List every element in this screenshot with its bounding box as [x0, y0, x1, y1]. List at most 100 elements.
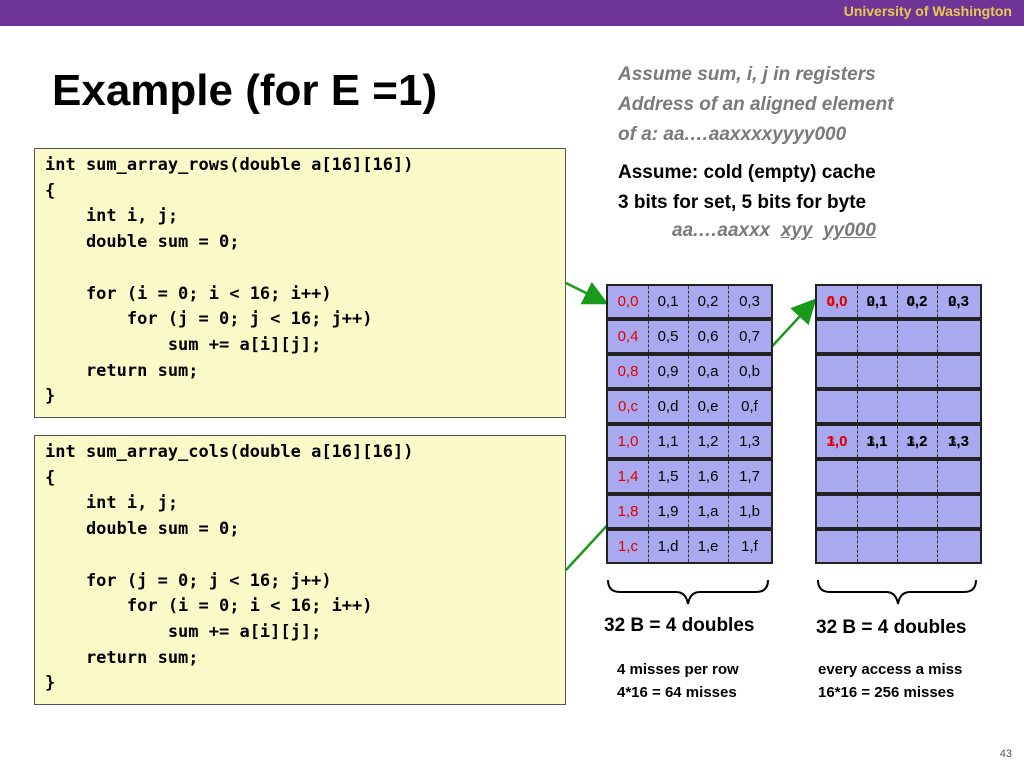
cache-cell: 3,2: [906, 433, 928, 450]
result-line: every access a miss: [818, 661, 963, 678]
cache-cell: 1,e: [697, 538, 719, 555]
cell-divider: [897, 531, 898, 562]
cell-divider: [937, 391, 938, 422]
code-text: int sum_array_cols(double a[16][16]) { i…: [45, 442, 414, 694]
cell-divider: [897, 286, 898, 317]
cache-line: [817, 391, 980, 422]
cell-divider: [857, 531, 858, 562]
cache-cell: 1,1: [866, 433, 888, 450]
cell-divider: [648, 356, 649, 387]
cache-cell: 1,2: [906, 433, 928, 450]
note-line: Assume sum, i, j in registers: [618, 64, 876, 85]
cache-line: [817, 496, 980, 527]
result-line: 16*16 = 256 misses: [818, 684, 955, 701]
cell-divider: [857, 356, 858, 387]
cell-divider: [648, 286, 649, 317]
cell-divider: [728, 286, 729, 317]
cell-divider: [648, 531, 649, 562]
slide-title: Example (for E =1): [52, 66, 438, 115]
result-line: 4*16 = 64 misses: [617, 684, 737, 701]
cache-cell: 0,b: [739, 363, 760, 380]
assumption-notes: Assume sum, i, j in registers Address of…: [618, 60, 894, 150]
cell-divider: [937, 321, 938, 352]
cell-divider: [937, 461, 938, 492]
cache-cell: 1,6: [697, 468, 719, 485]
cell-divider: [648, 321, 649, 352]
cache-cell: 0,c: [617, 398, 638, 415]
cache-cell: 3,0: [826, 433, 848, 450]
code-sum-array-cols: int sum_array_cols(double a[16][16]) { i…: [34, 435, 566, 705]
cell-divider: [688, 426, 689, 457]
cell-divider: [897, 461, 898, 492]
cache-cell: 1,2: [697, 433, 719, 450]
cell-divider: [688, 321, 689, 352]
cell-divider: [897, 356, 898, 387]
cache-cell: 4,2: [906, 293, 928, 310]
cache-cell: 0,0: [617, 293, 639, 310]
cache-cell: 1,8: [617, 503, 639, 520]
cell-divider: [897, 496, 898, 527]
cache-cell: 1,0: [617, 433, 639, 450]
cell-divider: [728, 531, 729, 562]
cache-cell: 0,d: [657, 398, 679, 415]
cell-divider: [688, 461, 689, 492]
brace-right: [817, 579, 977, 605]
cell-divider: [857, 496, 858, 527]
cache-cell: 0,0: [826, 293, 848, 310]
cache-cell: 1,a: [697, 503, 719, 520]
cell-divider: [857, 321, 858, 352]
block-size-label: 32 B = 4 doubles: [604, 615, 755, 636]
cell-divider: [897, 391, 898, 422]
cache-cell: 0,e: [697, 398, 719, 415]
address-breakdown: aa.…aaxxx xyy yy000: [672, 220, 876, 242]
note-line: Address of an aligned element: [618, 94, 894, 115]
address-prefix: aa.…aaxxx: [672, 220, 771, 241]
cell-divider: [648, 461, 649, 492]
cache-cell: 0,7: [739, 328, 760, 345]
cache-cell: 0,5: [657, 328, 679, 345]
cache-cell: 0,1: [866, 293, 888, 310]
block-size-label: 32 B = 4 doubles: [816, 617, 967, 638]
cell-divider: [937, 426, 938, 457]
result-rows: 4 misses per row 4*16 = 64 misses: [617, 658, 739, 704]
cache-cell: 0,4: [617, 328, 639, 345]
brace-left: [607, 579, 769, 605]
cell-divider: [728, 496, 729, 527]
cache-cell: 1,7: [739, 468, 760, 485]
cache-cell: 0,8: [617, 363, 639, 380]
cell-divider: [937, 356, 938, 387]
cache-cell: 1,4: [617, 468, 639, 485]
cache-cell: 0,2: [906, 293, 928, 310]
cache-cell: 0,9: [657, 363, 679, 380]
cache-line: [817, 321, 980, 352]
cell-divider: [648, 426, 649, 457]
assume-line: Assume: cold (empty) cache: [618, 162, 876, 183]
cell-divider: [728, 391, 729, 422]
cache-cell: 2,1: [866, 293, 888, 310]
cache-cell: 1,3: [739, 433, 760, 450]
cell-divider: [688, 496, 689, 527]
cell-divider: [728, 461, 729, 492]
code-text: int sum_array_rows(double a[16][16]) { i…: [45, 155, 414, 407]
cell-divider: [648, 496, 649, 527]
cell-divider: [937, 286, 938, 317]
arrow-rows: [565, 281, 609, 305]
cache-cell: 1,d: [657, 538, 679, 555]
cache-line: [817, 356, 980, 387]
cache-cell: 0,a: [697, 363, 719, 380]
cache-cell: 1,f: [741, 538, 758, 555]
cell-divider: [688, 286, 689, 317]
cache-cell: 3,1: [866, 433, 888, 450]
assume-line: 3 bits for set, 5 bits for byte: [618, 192, 867, 213]
cell-divider: [688, 531, 689, 562]
address-byte-bits: yy000: [823, 220, 876, 241]
cache-cell: 0,f: [741, 398, 758, 415]
